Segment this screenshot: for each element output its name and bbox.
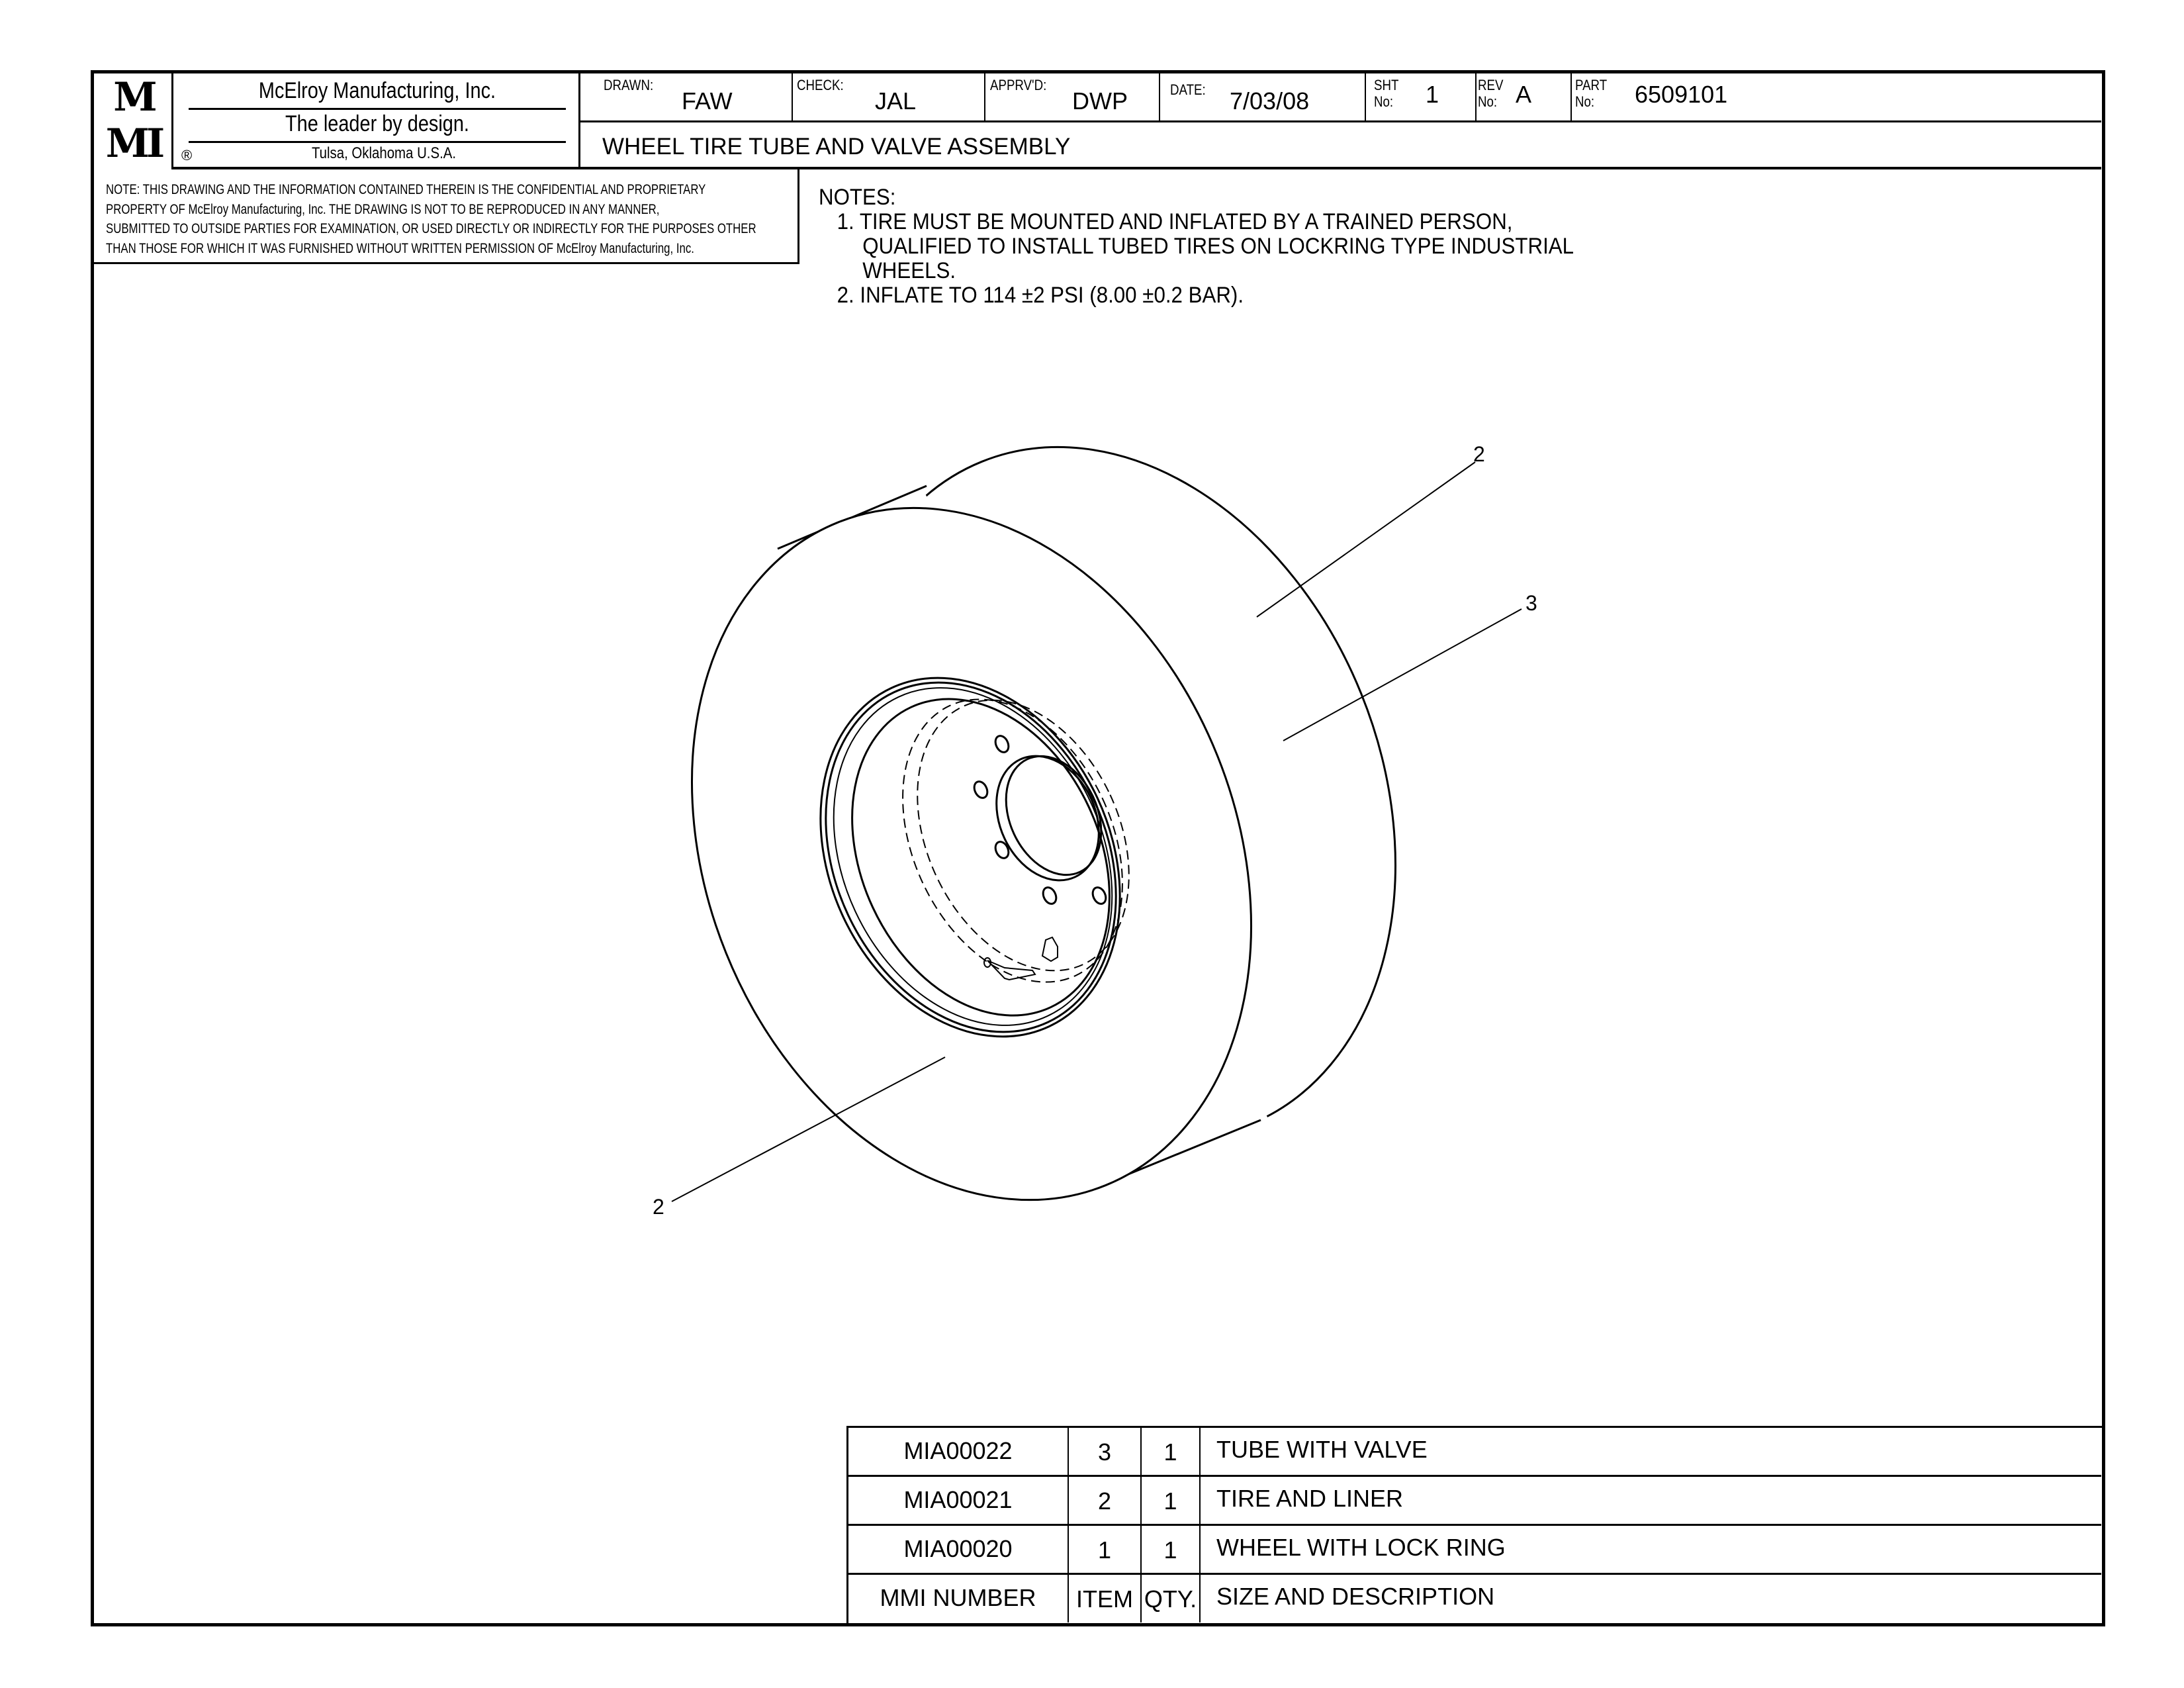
tire-tread-edge bbox=[1115, 1119, 1261, 1181]
bom-description: WHEEL WITH LOCK RING bbox=[1216, 1534, 1506, 1561]
bom-row-divider bbox=[846, 1524, 2101, 1526]
bom-qty: 1 bbox=[1163, 1487, 1177, 1515]
balloon-tire: 2 bbox=[1473, 442, 1485, 466]
disclaimer-line: PROPERTY OF McElroy Manufacturing, Inc. … bbox=[106, 201, 660, 217]
check-value: JAL bbox=[875, 87, 917, 115]
leader-line-wheel bbox=[671, 1056, 946, 1202]
bom-header-mmi-number: MMI NUMBER bbox=[880, 1584, 1036, 1611]
balloon-wheel: 2 bbox=[653, 1195, 664, 1219]
mmi-logo-top: M bbox=[113, 75, 157, 119]
title-block-row-divider bbox=[580, 120, 2101, 122]
date-label: DATE: bbox=[1170, 81, 1206, 98]
check-label: CHECK: bbox=[797, 77, 844, 93]
bom-mmi-number: MIA00021 bbox=[903, 1486, 1013, 1513]
bom-mmi-number: MIA00022 bbox=[903, 1437, 1013, 1464]
bom-description: TUBE WITH VALVE bbox=[1216, 1436, 1428, 1463]
drawn-value: FAW bbox=[682, 87, 733, 115]
note-line: WHEELS. bbox=[862, 258, 956, 283]
registered-mark: ® bbox=[181, 147, 193, 164]
title-block-divider bbox=[172, 167, 2101, 169]
company-location: Tulsa, Oklahoma U.S.A. bbox=[311, 144, 457, 162]
bom-row-divider bbox=[846, 1475, 2101, 1477]
disclaimer-line: NOTE: THIS DRAWING AND THE INFORMATION C… bbox=[106, 182, 706, 197]
leader-line-tube bbox=[1283, 608, 1522, 741]
tagline-underline bbox=[189, 141, 566, 143]
part-label: PART bbox=[1575, 77, 1608, 93]
bom-qty: 1 bbox=[1163, 1536, 1177, 1564]
rev-label: REV bbox=[1478, 77, 1504, 93]
tire-sidewall bbox=[691, 506, 1252, 1201]
leader-lines bbox=[671, 461, 1522, 1202]
notes: NOTES: 1. TIRE MUST BE MOUNTED AND INFLA… bbox=[819, 185, 1574, 308]
disclaimer-line: SUBMITTED TO OUTSIDE PARTIES FOR EXAMINA… bbox=[106, 221, 756, 236]
cell-divider bbox=[984, 70, 985, 122]
bom-item: 1 bbox=[1097, 1536, 1112, 1564]
date-value: 7/03/08 bbox=[1230, 87, 1310, 115]
bom-mmi-number: MIA00020 bbox=[903, 1535, 1013, 1562]
notes-heading: NOTES: bbox=[819, 185, 896, 210]
part-number: 6509101 bbox=[1635, 81, 1728, 108]
drawing-title: WHEEL TIRE TUBE AND VALVE ASSEMBLY bbox=[602, 134, 1071, 160]
company-divider bbox=[578, 70, 580, 169]
cell-divider bbox=[1475, 70, 1477, 122]
bolt-hole bbox=[973, 780, 989, 799]
sheet-no-label: No: bbox=[1374, 93, 1394, 110]
note-line: 2. INFLATE TO 114 ±2 PSI (8.00 ±0.2 BAR)… bbox=[837, 283, 1244, 308]
rev-no-label: No: bbox=[1478, 93, 1498, 110]
company-underline bbox=[189, 108, 566, 110]
logo-divider bbox=[171, 70, 173, 169]
sheet-value: 1 bbox=[1426, 81, 1439, 108]
hub-bore bbox=[995, 755, 1100, 882]
cell-divider bbox=[1570, 70, 1572, 122]
note-line: 1. TIRE MUST BE MOUNTED AND INFLATED BY … bbox=[837, 209, 1513, 234]
disclaimer-box bbox=[91, 168, 799, 264]
company-tagline: The leader by design. bbox=[285, 111, 469, 136]
bom-row-divider bbox=[846, 1573, 2101, 1575]
bolt-hole bbox=[1091, 886, 1107, 905]
approved-label: APPRV'D: bbox=[990, 77, 1047, 93]
bolt-hole bbox=[994, 841, 1010, 859]
balloon-tube: 3 bbox=[1525, 591, 1537, 615]
drawn-label: DRAWN: bbox=[604, 77, 654, 93]
bom-qty: 1 bbox=[1163, 1438, 1177, 1466]
cell-divider bbox=[1365, 70, 1366, 122]
cell-divider bbox=[792, 70, 793, 122]
leader-line-tire bbox=[1256, 461, 1476, 618]
bom-header-qty: QTY. bbox=[1144, 1585, 1197, 1613]
bolt-holes bbox=[973, 735, 1107, 905]
bom-col-divider bbox=[1140, 1426, 1142, 1622]
company-name: McElroy Manufacturing, Inc. bbox=[258, 78, 496, 103]
cell-divider bbox=[1159, 70, 1160, 122]
bolt-hole bbox=[1042, 886, 1058, 905]
drawing-border bbox=[91, 70, 2105, 1626]
wheel-rim bbox=[819, 677, 1130, 1038]
bolt-hole bbox=[994, 735, 1010, 753]
bom-col-divider bbox=[1068, 1426, 1069, 1622]
bom-description: TIRE AND LINER bbox=[1216, 1485, 1404, 1512]
disclaimer-line: THAN THOSE FOR WHICH IT WAS FURNISHED WI… bbox=[106, 240, 694, 256]
valve-stem bbox=[983, 936, 1058, 981]
bom-col-divider bbox=[1199, 1426, 1201, 1622]
bom-item: 3 bbox=[1097, 1438, 1112, 1466]
bom-item: 2 bbox=[1097, 1487, 1112, 1515]
bom-header-item: ITEM bbox=[1076, 1585, 1133, 1613]
note-line: QUALIFIED TO INSTALL TUBED TIRES ON LOCK… bbox=[862, 234, 1574, 259]
sheet-label: SHT bbox=[1374, 77, 1399, 93]
bom-header-description: SIZE AND DESCRIPTION bbox=[1216, 1583, 1495, 1610]
approved-value: DWP bbox=[1072, 87, 1128, 115]
part-no-label: No: bbox=[1575, 93, 1595, 110]
mmi-logo-bottom: MI bbox=[105, 122, 165, 165]
rev-value: A bbox=[1516, 81, 1532, 108]
disclaimer-text: NOTE: THIS DRAWING AND THE INFORMATION C… bbox=[106, 180, 756, 258]
